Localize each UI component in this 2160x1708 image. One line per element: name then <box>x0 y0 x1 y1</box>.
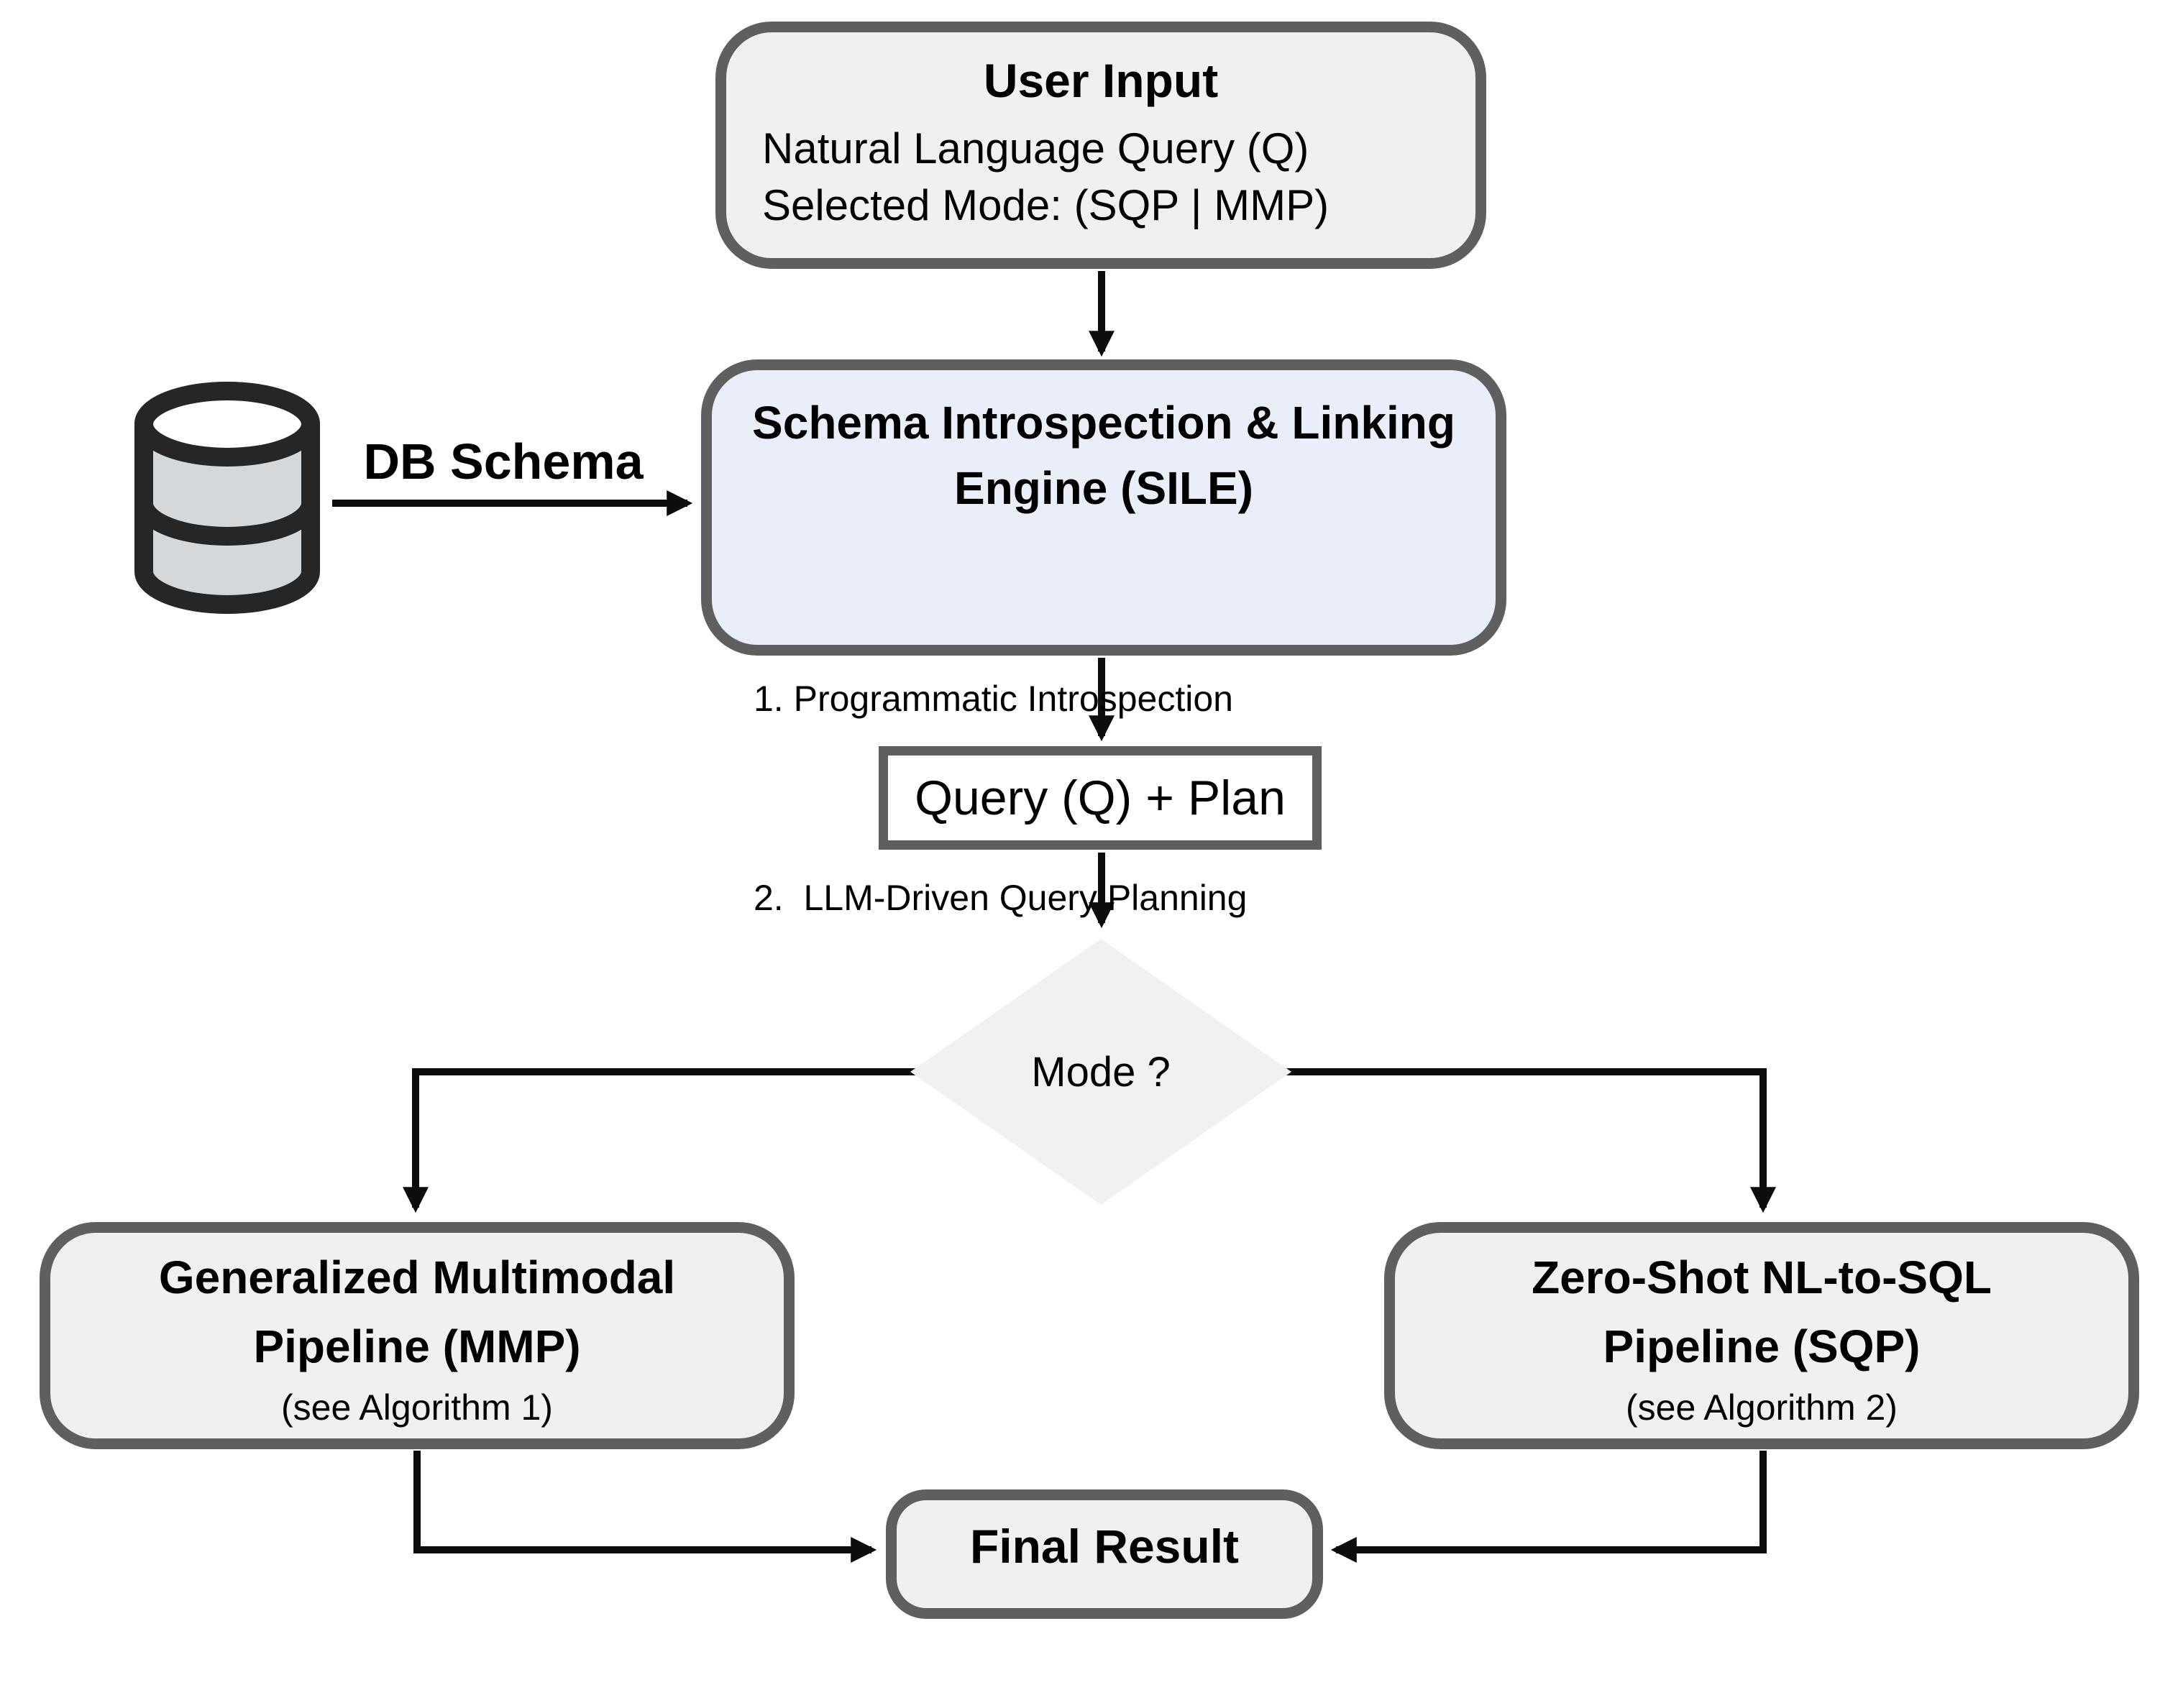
final-result-label: Final Result <box>969 1520 1240 1573</box>
sile-node: Schema Introspection & Linking Engine (S… <box>701 359 1506 918</box>
sqp-note: (see Algorithm 2) <box>1626 1387 1898 1428</box>
connector-sqp-to-finalresult <box>1330 1451 1767 1563</box>
final-result-node: Final Result <box>886 1489 1323 1619</box>
mmp-node: Generalized Multimodal Pipeline (MMP) (s… <box>40 1222 795 1449</box>
sile-title-line1: Schema Introspection & Linking <box>752 397 1455 449</box>
sqp-title-line2: Pipeline (SQP) <box>1603 1321 1921 1372</box>
mmp-title: Generalized Multimodal Pipeline (MMP) <box>159 1243 675 1381</box>
sqp-title-line1: Zero-Shot NL-to-SQL <box>1532 1252 1992 1303</box>
db-schema-label: DB Schema <box>363 433 644 490</box>
sile-items: 1. Programmatic Introspection 2. LLM-Dri… <box>712 533 1247 1065</box>
sile-item-planning: 2. LLM-Driven Query Planning <box>754 878 1248 919</box>
query-plan-node: Query (Q) + Plan <box>879 746 1322 850</box>
mmp-title-line2: Pipeline (MMP) <box>253 1321 581 1372</box>
sqp-title: Zero-Shot NL-to-SQL Pipeline (SQP) <box>1532 1243 1992 1381</box>
user-input-line-query: Natural Language Query (Q) <box>762 124 1309 173</box>
sile-title: Schema Introspection & Linking Engine (S… <box>752 390 1455 521</box>
user-input-line-mode: Selected Mode: (SQP | MMP) <box>762 181 1330 230</box>
user-input-title: User Input <box>983 54 1219 107</box>
user-input-node: User Input Natural Language Query (Q) Se… <box>715 22 1486 269</box>
sqp-node: Zero-Shot NL-to-SQL Pipeline (SQP) (see … <box>1384 1222 2139 1449</box>
mode-decision-label: Mode ? <box>1031 1048 1171 1096</box>
sile-title-line2: Engine (SILE) <box>954 462 1253 514</box>
user-input-body: Natural Language Query (Q) Selected Mode… <box>726 120 1329 234</box>
connector-mmp-to-finalresult <box>413 1451 877 1563</box>
connector-mode-to-sqp <box>1118 1068 1776 1213</box>
mmp-note: (see Algorithm 1) <box>281 1387 553 1428</box>
query-plan-label: Query (Q) + Plan <box>915 771 1286 825</box>
mmp-title-line1: Generalized Multimodal <box>158 1252 676 1303</box>
connector-mode-to-mmp <box>403 1068 1086 1213</box>
sile-item-introspection: 1. Programmatic Introspection <box>754 678 1233 719</box>
database-icon <box>134 382 320 614</box>
